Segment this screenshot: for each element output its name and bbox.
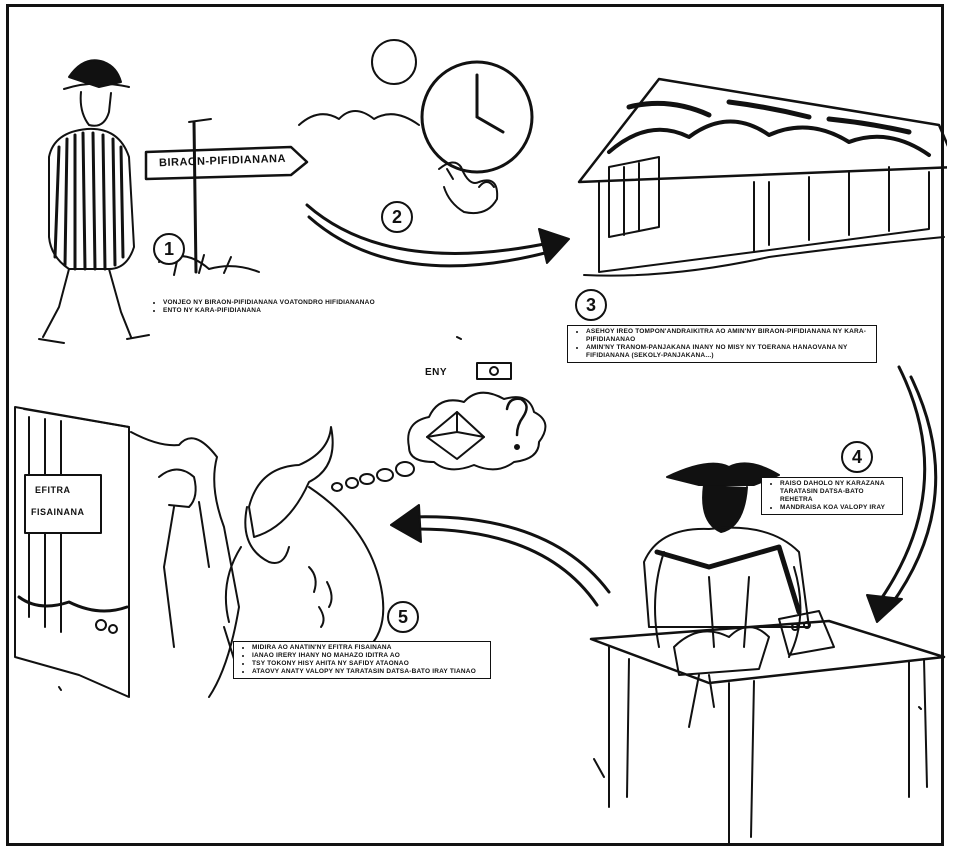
polling-official-figure [643,462,810,658]
step-5-item-1: MIDIRA AO ANATIN'NY EFITRA FISAINANA [252,644,486,652]
step-3-caption: ASEHOY IREO TOMPON'ANDRAIKITRA AO AMIN'N… [567,325,877,363]
step-1-item-2: ENTO NY KARA-PIFIDIANANA [163,307,399,315]
step-1-item-1: VONJEO NY BIRAON-PIFIDIANANA VOATONDRO H… [163,299,399,307]
arrow-step-2 [305,203,570,268]
booth-sign-board [24,474,102,534]
thought-bubbles [331,362,547,492]
step-5-caption: MIDIRA AO ANATIN'NY EFITRA FISAINANA IAN… [233,641,491,679]
arrow-step-4 [390,504,611,607]
illustration-frame: BIRAON-PIFIDIANANA EFITRA FISAINANA ENY … [6,4,947,846]
booth-sign-line-1: EFITRA [35,485,71,495]
thinking-voter-figure [223,426,385,668]
step-3-item-1: ASEHOY IREO TOMPON'ANDRAIKITRA AO AMIN'N… [586,328,872,344]
walking-voter-figure [38,59,150,344]
step-5-item-2: IANAO IRERY IHANY NO MAHAZO IDITRA AO [252,652,486,660]
step-4-number: 4 [841,441,873,473]
step-2-number: 2 [381,201,413,233]
step-5-item-3: TSY TOKONY HISY AHITA NY SAFIDY ATAONAO [252,660,486,668]
step-5-item-4: ATAOVY ANATY VALOPY NY TARATASIN DATSA-B… [252,668,486,676]
step-1-caption: VONJEO NY BIRAON-PIFIDIANANA VOATONDRO H… [149,299,399,315]
voting-steps-illustration [14,39,947,844]
step-4-item-1: RAISO DAHOLO NY KARAZANA TARATASIN DATSA… [780,480,898,504]
step-3-item-2: AMIN'NY TRANOM-PANJAKANA INANY NO MISY N… [586,344,872,360]
step-3-number: 3 [575,289,607,321]
polling-table [589,610,946,844]
arrow-step-3 [866,365,938,623]
step-1-number: 1 [153,233,185,265]
thought-label: ENY [425,367,448,378]
step-4-caption: RAISO DAHOLO NY KARAZANA TARATASIN DATSA… [761,477,903,515]
step-5-number: 5 [387,601,419,633]
school-house [577,77,947,277]
sun-clock-scene [298,39,534,215]
step-4-item-2: MANDRAISA KOA VALOPY IRAY [780,504,898,512]
booth-sign-line-2: FISAINANA [31,507,85,517]
voting-booth [14,406,240,698]
office-signpost [144,118,309,276]
